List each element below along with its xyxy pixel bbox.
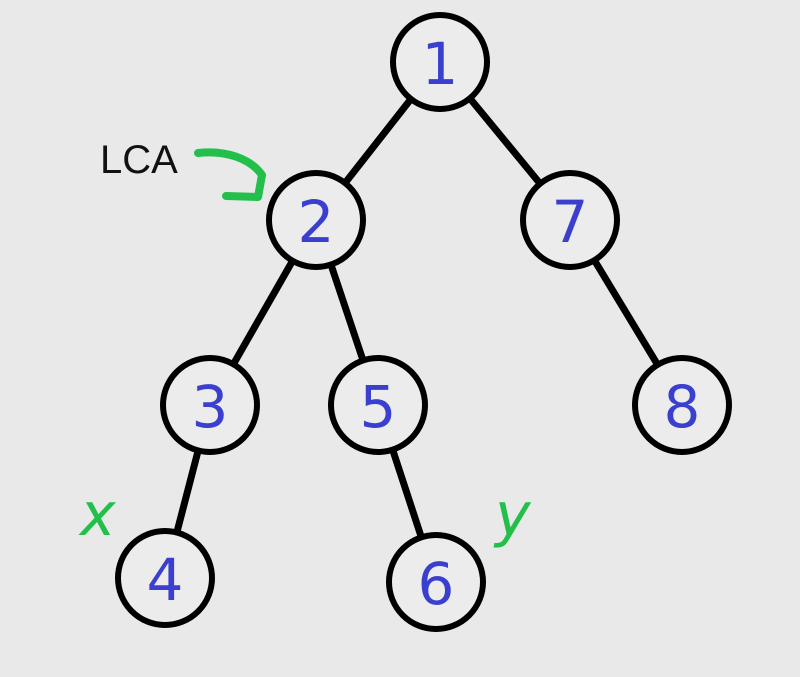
node-circle — [520, 170, 620, 270]
node-circle — [386, 532, 486, 632]
node-label: 4 — [147, 546, 184, 614]
tree-node-4: 4 — [115, 528, 215, 628]
edge-2-3 — [229, 257, 297, 368]
lca-label: LCA — [100, 138, 178, 182]
tree-node-8: 8 — [632, 355, 732, 455]
nodes-group: 1 2 7 3 5 8 4 6 — [115, 12, 732, 632]
node-label: 5 — [360, 373, 397, 441]
lca-arrow-icon — [194, 148, 266, 201]
node-label: 3 — [192, 373, 229, 441]
node-circle — [115, 528, 215, 628]
node-label: 1 — [422, 30, 459, 98]
edge-3-4 — [173, 446, 202, 537]
node-label: 8 — [664, 373, 701, 441]
node-circle — [266, 170, 366, 270]
x-label: x — [78, 480, 116, 550]
tree-node-7: 7 — [520, 170, 620, 270]
tree-node-5: 5 — [328, 355, 428, 455]
tree-node-3: 3 — [160, 355, 260, 455]
node-label: 2 — [298, 188, 335, 256]
node-label: 7 — [552, 188, 589, 256]
tree-node-6: 6 — [386, 532, 486, 632]
tree-node-1: 1 — [390, 12, 490, 112]
tree-node-2: 2 — [266, 170, 366, 270]
node-label: 6 — [418, 550, 455, 618]
edges-group — [173, 94, 662, 541]
node-circle — [160, 355, 260, 455]
y-label: y — [493, 480, 532, 550]
node-circle — [632, 355, 732, 455]
node-circle — [328, 355, 428, 455]
edge-1-7 — [466, 94, 544, 188]
edge-5-6 — [389, 446, 425, 541]
edge-2-5 — [327, 261, 367, 364]
node-circle — [390, 12, 490, 112]
edge-7-8 — [590, 256, 662, 369]
edge-1-2 — [341, 95, 415, 187]
